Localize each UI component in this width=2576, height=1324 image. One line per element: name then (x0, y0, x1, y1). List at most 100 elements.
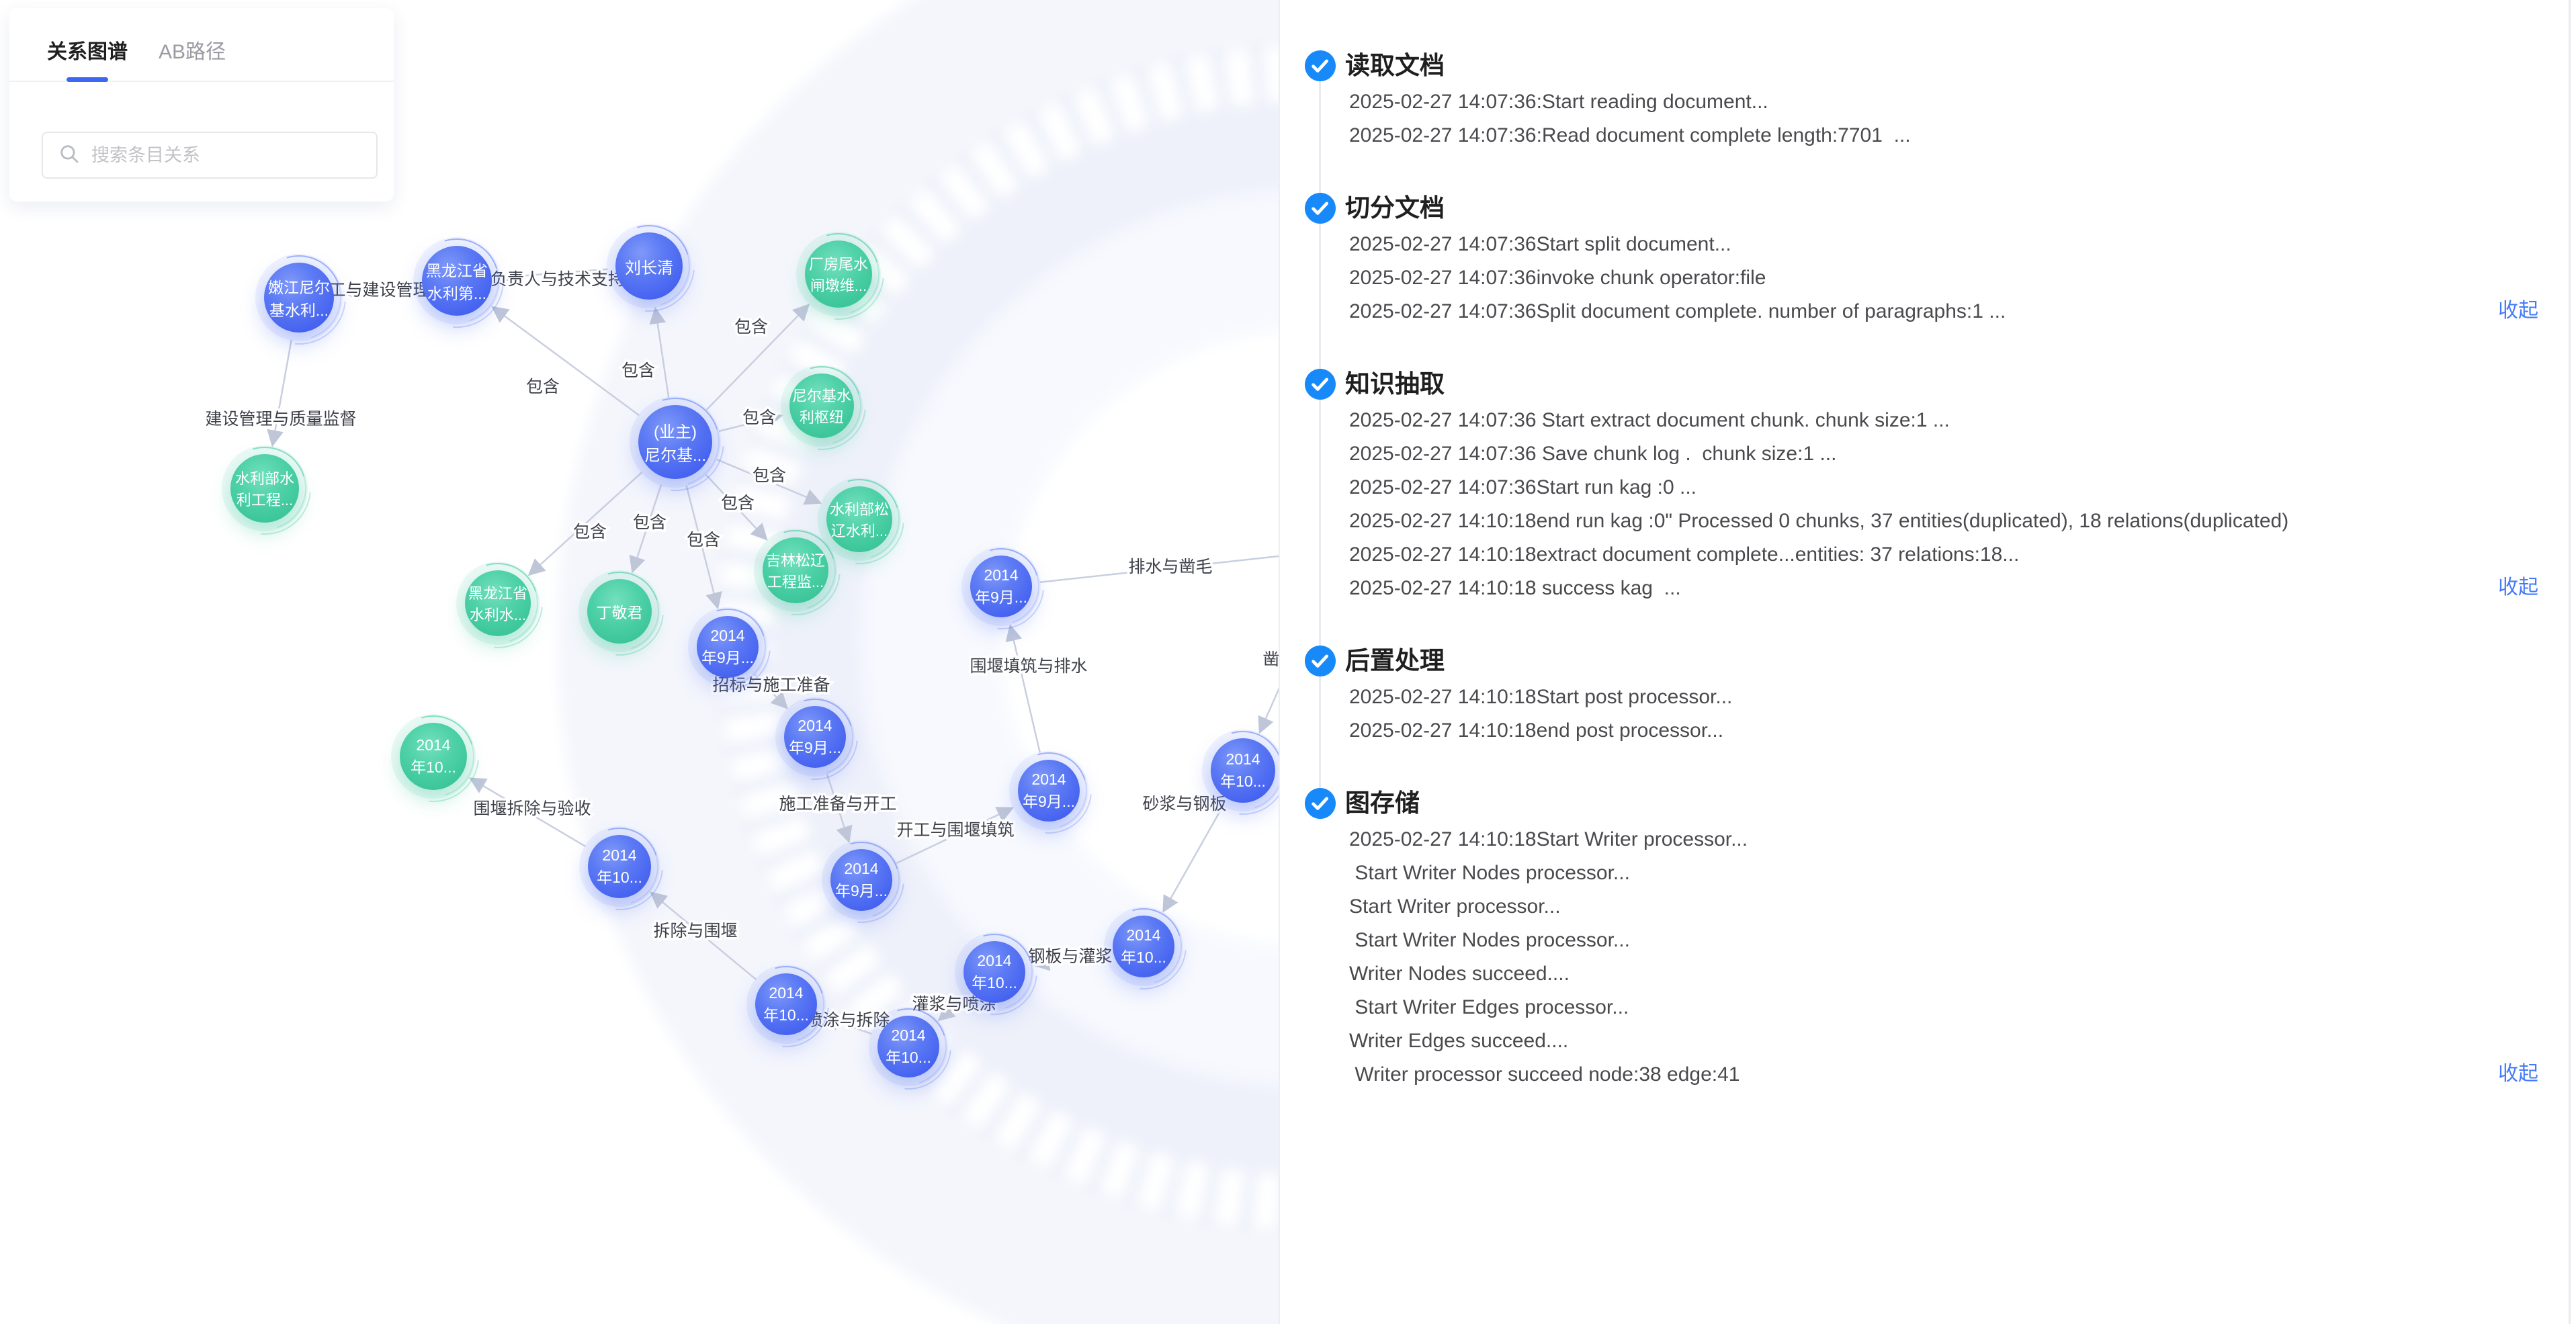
knowledge-graph-canvas[interactable]: 施工与建设管理技术负责人与技术支持建设管理与质量监督包含包含包含包含包含包含包含… (0, 0, 1279, 1324)
graph-node[interactable]: 2014 年10... (400, 723, 467, 790)
graph-edge (527, 472, 643, 576)
graph-node[interactable]: 嫩江尼尔 基水利... (264, 263, 334, 333)
search-box[interactable] (42, 132, 378, 179)
graph-edge-label: 包含 (526, 378, 560, 396)
graph-edge (822, 1014, 872, 1035)
graph-edge-label: 包含 (573, 523, 607, 541)
scrollbar-track[interactable] (2569, 0, 2571, 1324)
log-line: Start Writer Nodes processor... (1349, 862, 1630, 884)
graph-tabs: 关系图谱 AB路径 (9, 8, 394, 82)
graph-edge (1032, 952, 1106, 971)
graph-edge-label: 包含 (734, 318, 768, 337)
graph-edge-label: 包含 (753, 466, 786, 485)
graph-edge (629, 484, 662, 574)
graph-edge-label: 包含 (633, 513, 667, 532)
pipeline-step: 读取文档 2025-02-27 14:07:36:Start reading do… (1280, 49, 2538, 152)
graph-edge (649, 306, 670, 398)
graph-edge (267, 339, 292, 447)
log-line: 2025-02-27 14:07:36:Start reading docume… (1349, 91, 1768, 113)
graph-node[interactable]: 2014 年10... (963, 941, 1025, 1003)
graph-node[interactable]: 厂房尾水 闸墩维... (805, 240, 872, 308)
step-check-icon (1305, 50, 1336, 81)
step-title: 后置处理 (1345, 647, 1445, 674)
log-line: 2025-02-27 14:10:18Start Writer processo… (1349, 828, 1748, 850)
tab-ab-path[interactable]: AB路径 (159, 35, 226, 82)
pipeline-step: 图存储 2025-02-27 14:10:18Start Writer proce… (1280, 787, 2538, 1092)
graph-edge-label: 围堰填筑与排水 (970, 657, 1087, 676)
graph-edge (754, 674, 788, 709)
graph-node[interactable]: 2014 年9月... (697, 616, 759, 678)
log-line: 2025-02-27 14:10:18end run kag :0" Proce… (1349, 510, 2289, 532)
collapse-link[interactable]: 收起 (2498, 576, 2538, 599)
log-line: 2025-02-27 14:07:36Start run kag :0 ... (1349, 476, 1697, 498)
graph-node[interactable]: 水利部水 利工程... (230, 454, 299, 523)
graph-edge (896, 807, 1015, 865)
log-line: Writer Nodes succeed.... (1349, 963, 1570, 985)
log-line: 2025-02-27 14:07:36:Read document comple… (1349, 124, 1911, 146)
step-title: 切分文档 (1345, 194, 1445, 222)
log-line: Writer Edges succeed.... (1349, 1030, 1569, 1052)
collapse-link[interactable]: 收起 (2498, 1063, 2538, 1085)
graph-edge-label: 排水与凿毛 (1128, 558, 1212, 576)
graph-edge (650, 891, 757, 981)
graph-node[interactable]: 2014 年10... (1211, 738, 1275, 803)
graph-edge (716, 458, 822, 505)
graph-node[interactable]: (业主) 尼尔基... (638, 405, 712, 479)
log-line: 2025-02-27 14:10:18extract document comp… (1349, 543, 2020, 566)
collapse-link[interactable]: 收起 (2498, 300, 2538, 322)
graph-edge (1039, 555, 1279, 583)
graph-edge-label: 包含 (721, 494, 755, 513)
log-line: 2025-02-27 14:07:36 Save chunk log . chu… (1349, 443, 1837, 465)
graph-node[interactable]: 黑龙江省 水利水... (465, 570, 531, 636)
graph-edge (1258, 687, 1279, 734)
graph-node[interactable]: 吉林松辽 工程监... (763, 537, 828, 603)
step-title: 图存储 (1345, 789, 1420, 817)
graph-node[interactable]: 2014 年9月... (970, 556, 1032, 617)
search-icon (58, 142, 81, 169)
graph-toolbar-card: 关系图谱 AB路径 (9, 8, 394, 202)
graph-node[interactable]: 水利部松 辽水利... (826, 486, 892, 552)
step-check-icon (1305, 788, 1336, 819)
timeline-connector (1319, 60, 1321, 803)
log-line: 2025-02-27 14:10:18end post processor... (1349, 719, 1724, 742)
tab-ab-path-label: AB路径 (159, 41, 226, 63)
graph-node[interactable]: 2014 年10... (588, 835, 651, 898)
graph-node[interactable]: 2014 年10... (755, 973, 817, 1035)
log-line: 2025-02-27 14:07:36invoke chunk operator… (1349, 267, 1766, 289)
graph-edge (1005, 623, 1041, 753)
log-line: Start Writer Nodes processor... (1349, 929, 1630, 951)
graph-edge-label: 包含 (687, 531, 720, 549)
step-title: 读取文档 (1345, 52, 1445, 79)
graph-edge-label: 包含 (621, 361, 655, 380)
pipeline-steps: 读取文档 2025-02-27 14:07:36:Start reading do… (1280, 49, 2538, 1092)
graph-edge (491, 306, 640, 416)
graph-node[interactable]: 2014 年10... (1113, 916, 1174, 977)
graph-node[interactable]: 2014 年9月... (830, 849, 892, 911)
log-line: 2025-02-27 14:10:18 success kag ... (1349, 577, 1681, 599)
log-line: Start Writer Edges processor... (1349, 996, 1629, 1018)
graph-node[interactable]: 2014 年10... (877, 1016, 939, 1077)
tab-relation-graph-label: 关系图谱 (47, 41, 128, 63)
search-input[interactable] (90, 144, 361, 167)
graph-edge-label: 拆除与围堰 (653, 922, 737, 940)
graph-edge-label: 凿毛与砂浆 (1262, 650, 1279, 669)
graph-edge (705, 304, 810, 410)
log-line: Start Writer processor... (1349, 895, 1561, 918)
graph-edge-label: 开工与围堰填筑 (896, 821, 1014, 840)
graph-edge (937, 997, 966, 1022)
graph-node[interactable]: 2014 年9月... (1018, 760, 1080, 822)
graph-edge-label: 施工准备与开工 (779, 795, 896, 813)
tab-relation-graph[interactable]: 关系图谱 (47, 35, 128, 82)
graph-node[interactable]: 黑龙江省 水利第... (422, 246, 492, 316)
graph-node[interactable]: 2014 年9月... (784, 706, 846, 768)
step-check-icon (1305, 369, 1336, 400)
graph-edge (499, 267, 608, 285)
graph-node[interactable]: 刘长清 (615, 232, 683, 300)
active-tab-underline (67, 77, 108, 82)
graph-edge (826, 773, 853, 844)
graph-node[interactable]: 丁敬君 (587, 579, 652, 644)
graph-node[interactable]: 尼尔基水 利枢纽 (789, 373, 854, 438)
